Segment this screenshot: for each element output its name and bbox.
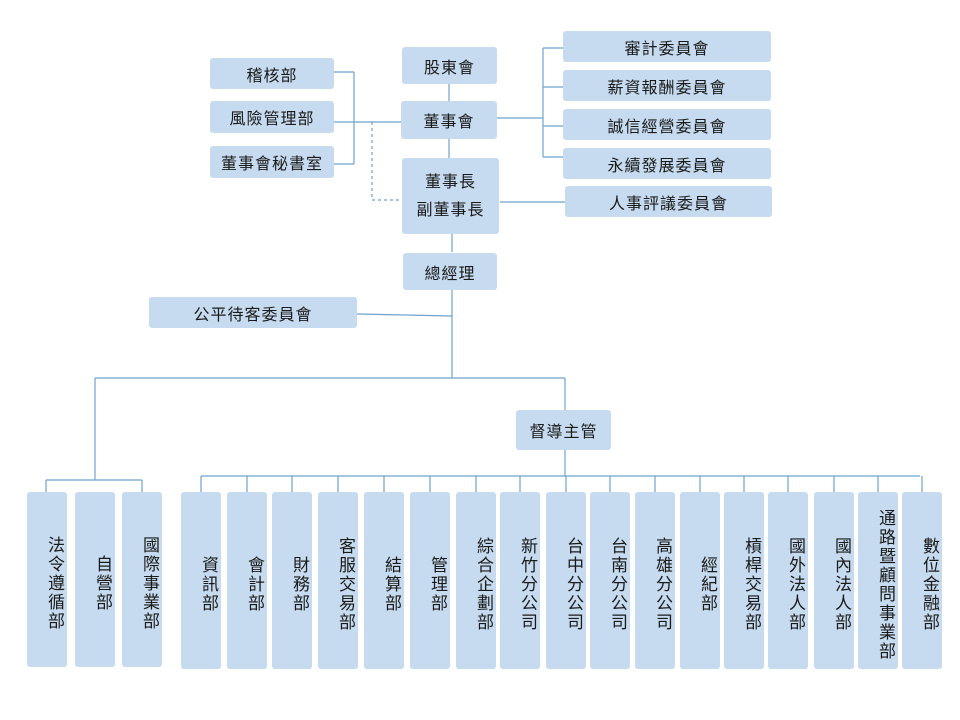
supervised-dept-10: 高雄分公司 [635,492,675,669]
direct-dept-0: 法令遵循部 [27,492,67,667]
supervised-dept-6: 綜合企劃部 [456,492,496,669]
board-box: 董事會 [401,101,497,139]
chairman-box: 董事長 副董事長 [402,158,499,234]
supervised-dept-0: 資訊部 [181,492,221,669]
supervised-dept-8: 台中分公司 [546,492,586,669]
supervised-dept-7: 新竹分公司 [500,492,540,669]
chairman-label: 董事長 [424,172,476,191]
compensation-committee-box: 薪資報酬委員會 [563,70,771,101]
supervised-dept-15: 通路暨顧問事業部 [858,492,898,669]
shareholders-box: 股東會 [402,47,497,84]
supervised-dept-16: 數位金融部 [902,492,942,669]
fair-treatment-committee-box: 公平待客委員會 [149,297,357,328]
supervised-dept-3: 客服交易部 [318,492,358,669]
supervised-dept-5: 管理部 [410,492,450,669]
vice-chairman-label: 副董事長 [416,200,485,219]
supervised-dept-4: 結算部 [364,492,404,669]
risk-mgmt-dept-box: 風險管理部 [210,101,334,133]
supervised-dept-12: 槓桿交易部 [724,492,764,669]
supervised-dept-1: 會計部 [227,492,267,669]
audit-committee-box: 審計委員會 [563,31,771,62]
supervised-dept-13: 國外法人部 [768,492,808,669]
supervised-dept-14: 國內法人部 [814,492,854,669]
personnel-committee-box: 人事評議委員會 [565,186,772,217]
board-secretariat-box: 董事會秘書室 [210,146,334,178]
direct-dept-1: 自營部 [75,492,115,667]
supervised-dept-2: 財務部 [272,492,312,669]
direct-dept-2: 國際事業部 [122,492,162,667]
gm-box: 總經理 [403,253,497,290]
supervised-dept-9: 台南分公司 [590,492,630,669]
supervisor-box: 督導主管 [516,410,611,450]
supervised-dept-11: 經紀部 [680,492,720,669]
integrity-committee-box: 誠信經營委員會 [563,109,771,140]
sustainability-committee-box: 永續發展委員會 [563,148,771,179]
audit-dept-box: 稽核部 [210,58,334,89]
